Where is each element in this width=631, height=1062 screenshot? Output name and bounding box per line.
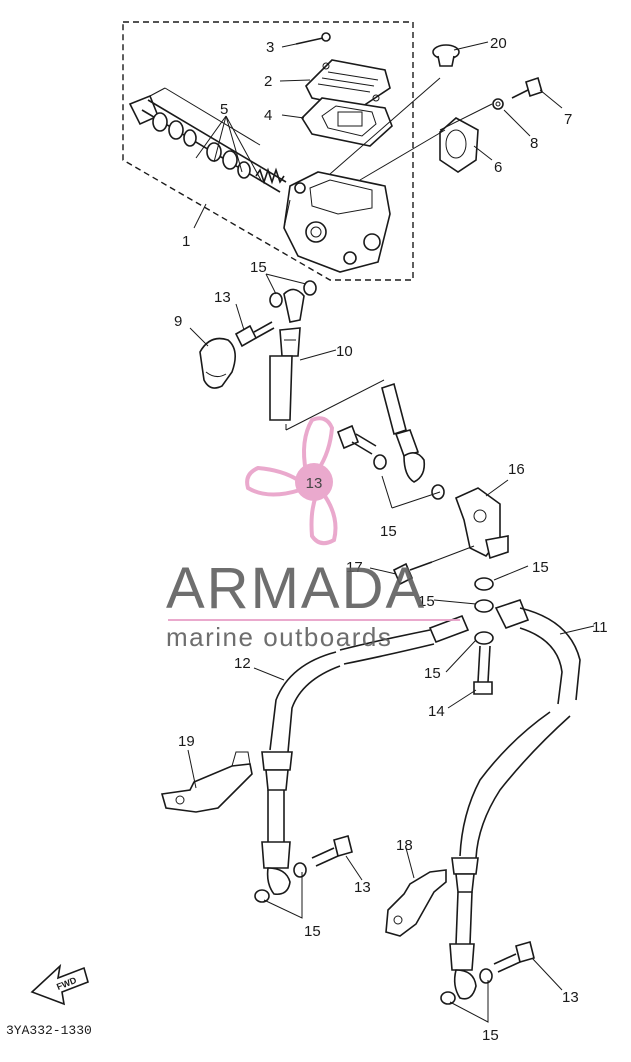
washer-part-15 <box>474 631 494 645</box>
union-bolt-part-13-right <box>493 941 535 973</box>
bolt-part-17 <box>392 561 433 586</box>
callout-13-c: 13 <box>562 989 579 1006</box>
callout-11: 11 <box>592 619 608 636</box>
washer-part-15 <box>373 454 387 470</box>
callout-19: 19 <box>178 733 195 750</box>
guide-line <box>439 103 493 131</box>
guide-line <box>381 475 393 509</box>
callout-15-e: 15 <box>424 665 441 682</box>
callout-10: 10 <box>336 343 353 360</box>
callout-15-b: 15 <box>380 523 397 540</box>
master-cylinder-part-1 <box>283 171 391 273</box>
brake-hose-part-11 <box>449 599 581 1000</box>
watermark-tagline: marine outboards <box>166 622 392 652</box>
watermark-logo: 13 ARMADA marine outboards <box>166 416 460 652</box>
washer-part-15 <box>474 599 494 613</box>
callout-labels: 3 2 4 5 1 20 7 8 6 15 13 9 10 16 15 17 1… <box>174 35 608 1044</box>
guide-line <box>431 545 475 563</box>
assembly-boundary <box>122 21 414 281</box>
callout-4: 4 <box>264 107 272 124</box>
callout-20: 20 <box>490 35 507 52</box>
washer-part-8 <box>492 98 504 110</box>
brake-hose-middle <box>381 382 426 483</box>
washer-part-15 <box>440 991 456 1005</box>
clamp-part-6 <box>439 117 479 173</box>
watermark-logo-number: 13 <box>306 475 323 492</box>
callout-leaders <box>187 41 595 991</box>
watermark-brand: ARMADA <box>166 556 426 621</box>
washer-part-15 <box>431 484 445 500</box>
brake-hose-part-12 <box>261 614 470 896</box>
diaphragm-part-4 <box>300 97 393 147</box>
washer-part-15 <box>303 280 317 296</box>
washer-part-15 <box>254 889 270 903</box>
bolt-part-7 <box>511 76 543 99</box>
joint-part-16 <box>454 487 509 560</box>
callout-15-d: 15 <box>418 593 435 610</box>
callout-1: 1 <box>182 233 190 250</box>
callout-18: 18 <box>396 837 413 854</box>
union-bolt-part-13-upper <box>234 321 275 348</box>
callout-5: 5 <box>220 101 228 118</box>
washer-part-15 <box>474 577 494 591</box>
diagram-code: 3YA332-1330 <box>6 1023 92 1038</box>
callout-15-a: 15 <box>250 259 267 276</box>
piston-kit-part-5 <box>128 87 287 193</box>
bolt-part-14 <box>473 645 493 695</box>
guide-line <box>285 379 385 431</box>
callout-17: 17 <box>346 559 363 576</box>
union-bolt-part-13-left <box>311 835 353 867</box>
callout-13-a: 13 <box>214 289 231 306</box>
callout-9: 9 <box>174 313 182 330</box>
guide-line <box>359 129 446 181</box>
washer-part-15 <box>479 968 493 984</box>
callout-15-f: 15 <box>304 923 321 940</box>
callout-15-c: 15 <box>532 559 549 576</box>
screw-part-3 <box>295 32 331 45</box>
guide-line <box>329 77 441 175</box>
callout-8: 8 <box>530 135 538 152</box>
washer-part-15 <box>269 292 283 308</box>
guide-line <box>391 491 441 509</box>
fwd-direction-arrow: FWD <box>30 963 89 1006</box>
callout-14: 14 <box>428 703 445 720</box>
callout-15-g: 15 <box>482 1027 499 1044</box>
bracket-part-18 <box>385 869 447 937</box>
cap-part-20 <box>432 44 460 67</box>
callout-7: 7 <box>564 111 572 128</box>
callout-12: 12 <box>234 655 251 672</box>
union-bolt-part-13-middle <box>336 424 377 455</box>
guide-line <box>449 980 489 1023</box>
brake-hose-part-10 <box>269 288 305 421</box>
callout-2: 2 <box>264 73 272 90</box>
propeller-icon <box>245 416 338 546</box>
reservoir-cap-part-2 <box>305 59 391 109</box>
callout-13-b: 13 <box>354 879 371 896</box>
boot-part-9 <box>199 337 236 389</box>
washer-part-15 <box>293 862 307 878</box>
guide-line <box>263 872 303 919</box>
callout-6: 6 <box>494 159 502 176</box>
callout-3: 3 <box>266 39 274 56</box>
callout-16: 16 <box>508 461 525 478</box>
bracket-part-19 <box>160 751 253 813</box>
